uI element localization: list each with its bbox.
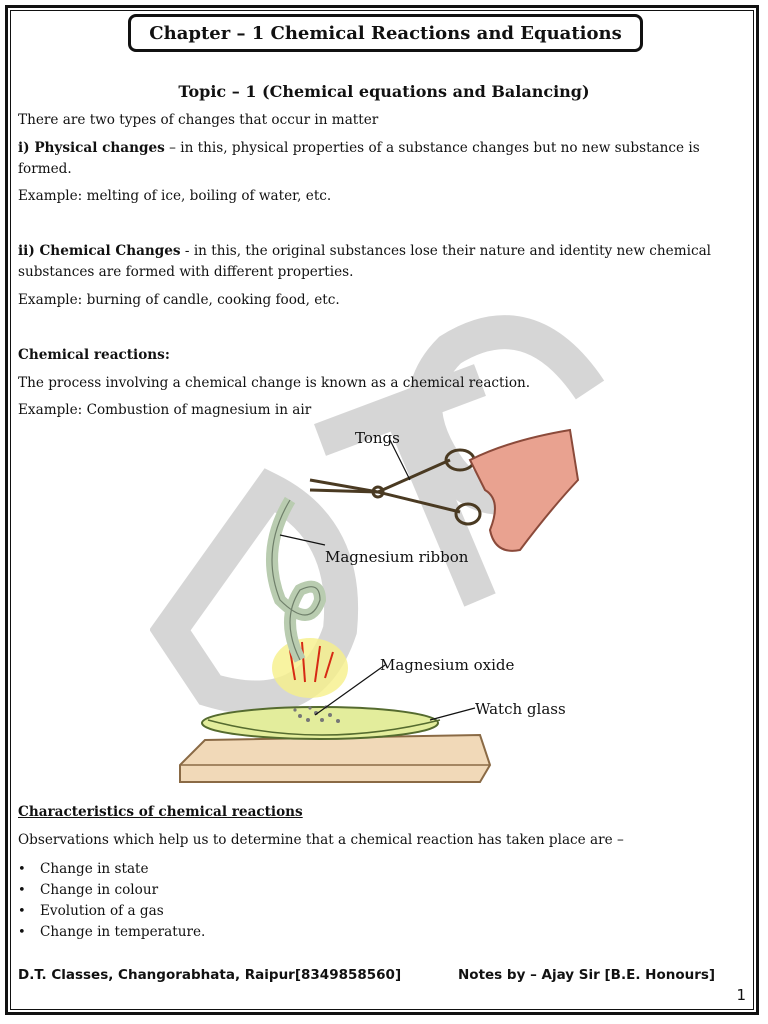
flame-glow: [272, 638, 348, 698]
magnesium-ribbon: [266, 496, 327, 663]
label-magnesium-ribbon: Magnesium ribbon: [325, 548, 469, 566]
physical-changes-label: i) Physical changes: [18, 140, 165, 156]
magnesium-combustion-illustration: Tongs Magnesium ribbon Magnesium oxide W…: [179, 428, 580, 783]
chemical-reactions-heading-text: Chemical reactions:: [18, 347, 170, 363]
list-item-text: Evolution of a gas: [40, 903, 164, 919]
bullet-icon: •: [18, 925, 26, 940]
intro-text: There are two types of changes that occu…: [18, 112, 379, 128]
physical-example: Example: melting of ice, boiling of wate…: [18, 188, 332, 204]
physical-changes-text: – in this, physical properties of a subs…: [18, 140, 700, 177]
physical-changes-paragraph: i) Physical changes – in this, physical …: [18, 138, 738, 180]
chemical-changes-text: - in this, the original substances lose …: [18, 243, 712, 280]
list-item-text: Change in temperature.: [40, 924, 206, 940]
wooden-base: [179, 733, 492, 783]
list-item-text: Change in state: [40, 861, 149, 877]
characteristics-heading: Characteristics of chemical reactions: [18, 802, 738, 823]
list-item: • Evolution of a gas: [18, 901, 164, 922]
tongs: [309, 448, 482, 526]
bullet-icon: •: [18, 904, 26, 919]
bullet-icon: •: [18, 883, 26, 898]
page-border-outer: [5, 5, 759, 1015]
footer-left: D.T. Classes, Changorabhata, Raipur[8349…: [18, 967, 402, 983]
label-tongs: Tongs: [355, 429, 400, 447]
chemical-reactions-heading: Chemical reactions:: [18, 345, 738, 366]
chemical-example: Example: burning of candle, cooking food…: [18, 292, 340, 308]
page-number: 1: [736, 986, 746, 1004]
topic-title: Topic – 1 (Chemical equations and Balanc…: [178, 82, 590, 101]
combustion-example: Example: Combustion of magnesium in air: [18, 402, 312, 418]
footer-right: Notes by – Ajay Sir [B.E. Honours]: [458, 967, 716, 983]
list-item: • Change in state: [18, 859, 149, 880]
characteristics-intro: Observations which help us to determine …: [18, 832, 624, 848]
chapter-title: Chapter – 1 Chemical Reactions and Equat…: [128, 14, 643, 52]
characteristics-heading-text: Characteristics of chemical reactions: [18, 804, 303, 820]
chemical-changes-label: ii) Chemical Changes: [18, 243, 181, 259]
label-watch-glass: Watch glass: [475, 700, 566, 718]
bullet-icon: •: [18, 862, 26, 877]
chemical-reaction-definition: The process involving a chemical change …: [18, 375, 531, 391]
flame: [289, 641, 334, 683]
list-item: • Change in temperature.: [18, 922, 205, 943]
hand: [468, 428, 580, 552]
chemical-changes-paragraph: ii) Chemical Changes - in this, the orig…: [18, 241, 738, 283]
page-border-inner: [10, 10, 754, 1010]
list-item-text: Change in colour: [40, 882, 159, 898]
label-magnesium-oxide: Magnesium oxide: [380, 656, 514, 674]
list-item: • Change in colour: [18, 880, 158, 901]
